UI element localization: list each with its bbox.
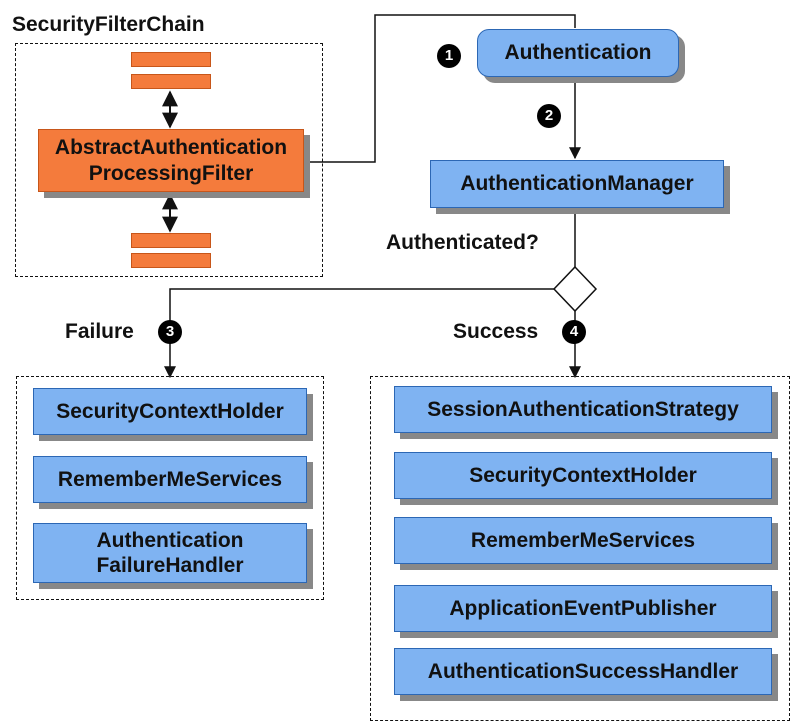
success-label: Success (453, 320, 539, 343)
authentication-success-handler: AuthenticationSuccessHandler (394, 648, 772, 695)
step-3-badge: 3 (158, 320, 182, 344)
step-2-badge: 2 (537, 104, 561, 128)
application-event-publisher: ApplicationEventPublisher (394, 585, 772, 632)
filter-bar-top-1 (131, 52, 211, 67)
session-authentication-strategy: SessionAuthenticationStrategy (394, 386, 772, 433)
step-1-badge: 1 (437, 44, 461, 68)
success-security-context-holder: SecurityContextHolder (394, 452, 772, 499)
failure-handler-line-2: FailureHandler (96, 554, 244, 577)
authentication-manager-box: AuthenticationManager (430, 160, 724, 208)
success-remember-me-services: RememberMeServices (394, 517, 772, 564)
failure-label: Failure (65, 320, 134, 343)
success-handlers-container (370, 376, 790, 721)
failure-branch-line (164, 288, 554, 379)
filter-line-1: AbstractAuthentication (54, 136, 288, 160)
step-4-badge: 4 (562, 320, 586, 344)
filter-line-2: ProcessingFilter (88, 161, 254, 185)
authenticated-question-label: Authenticated? (386, 231, 539, 254)
failure-security-context-holder: SecurityContextHolder (33, 388, 307, 435)
authentication-box: Authentication (477, 29, 679, 77)
filter-bar-top-2 (131, 74, 211, 89)
failure-remember-me-services: RememberMeServices (33, 456, 307, 503)
filter-bar-bottom-1 (131, 233, 211, 248)
abstract-authentication-processing-filter: AbstractAuthentication ProcessingFilter (38, 129, 304, 192)
filter-bar-bottom-2 (131, 253, 211, 268)
authentication-failure-handler: Authentication FailureHandler (33, 523, 307, 583)
failure-handler-line-1: Authentication (96, 528, 244, 552)
decision-diamond (552, 265, 598, 313)
security-filter-chain-title: SecurityFilterChain (12, 13, 205, 36)
failure-handlers-container (16, 376, 324, 600)
filter-to-authentication-line (306, 14, 576, 163)
security-filter-chain-container (15, 43, 323, 277)
